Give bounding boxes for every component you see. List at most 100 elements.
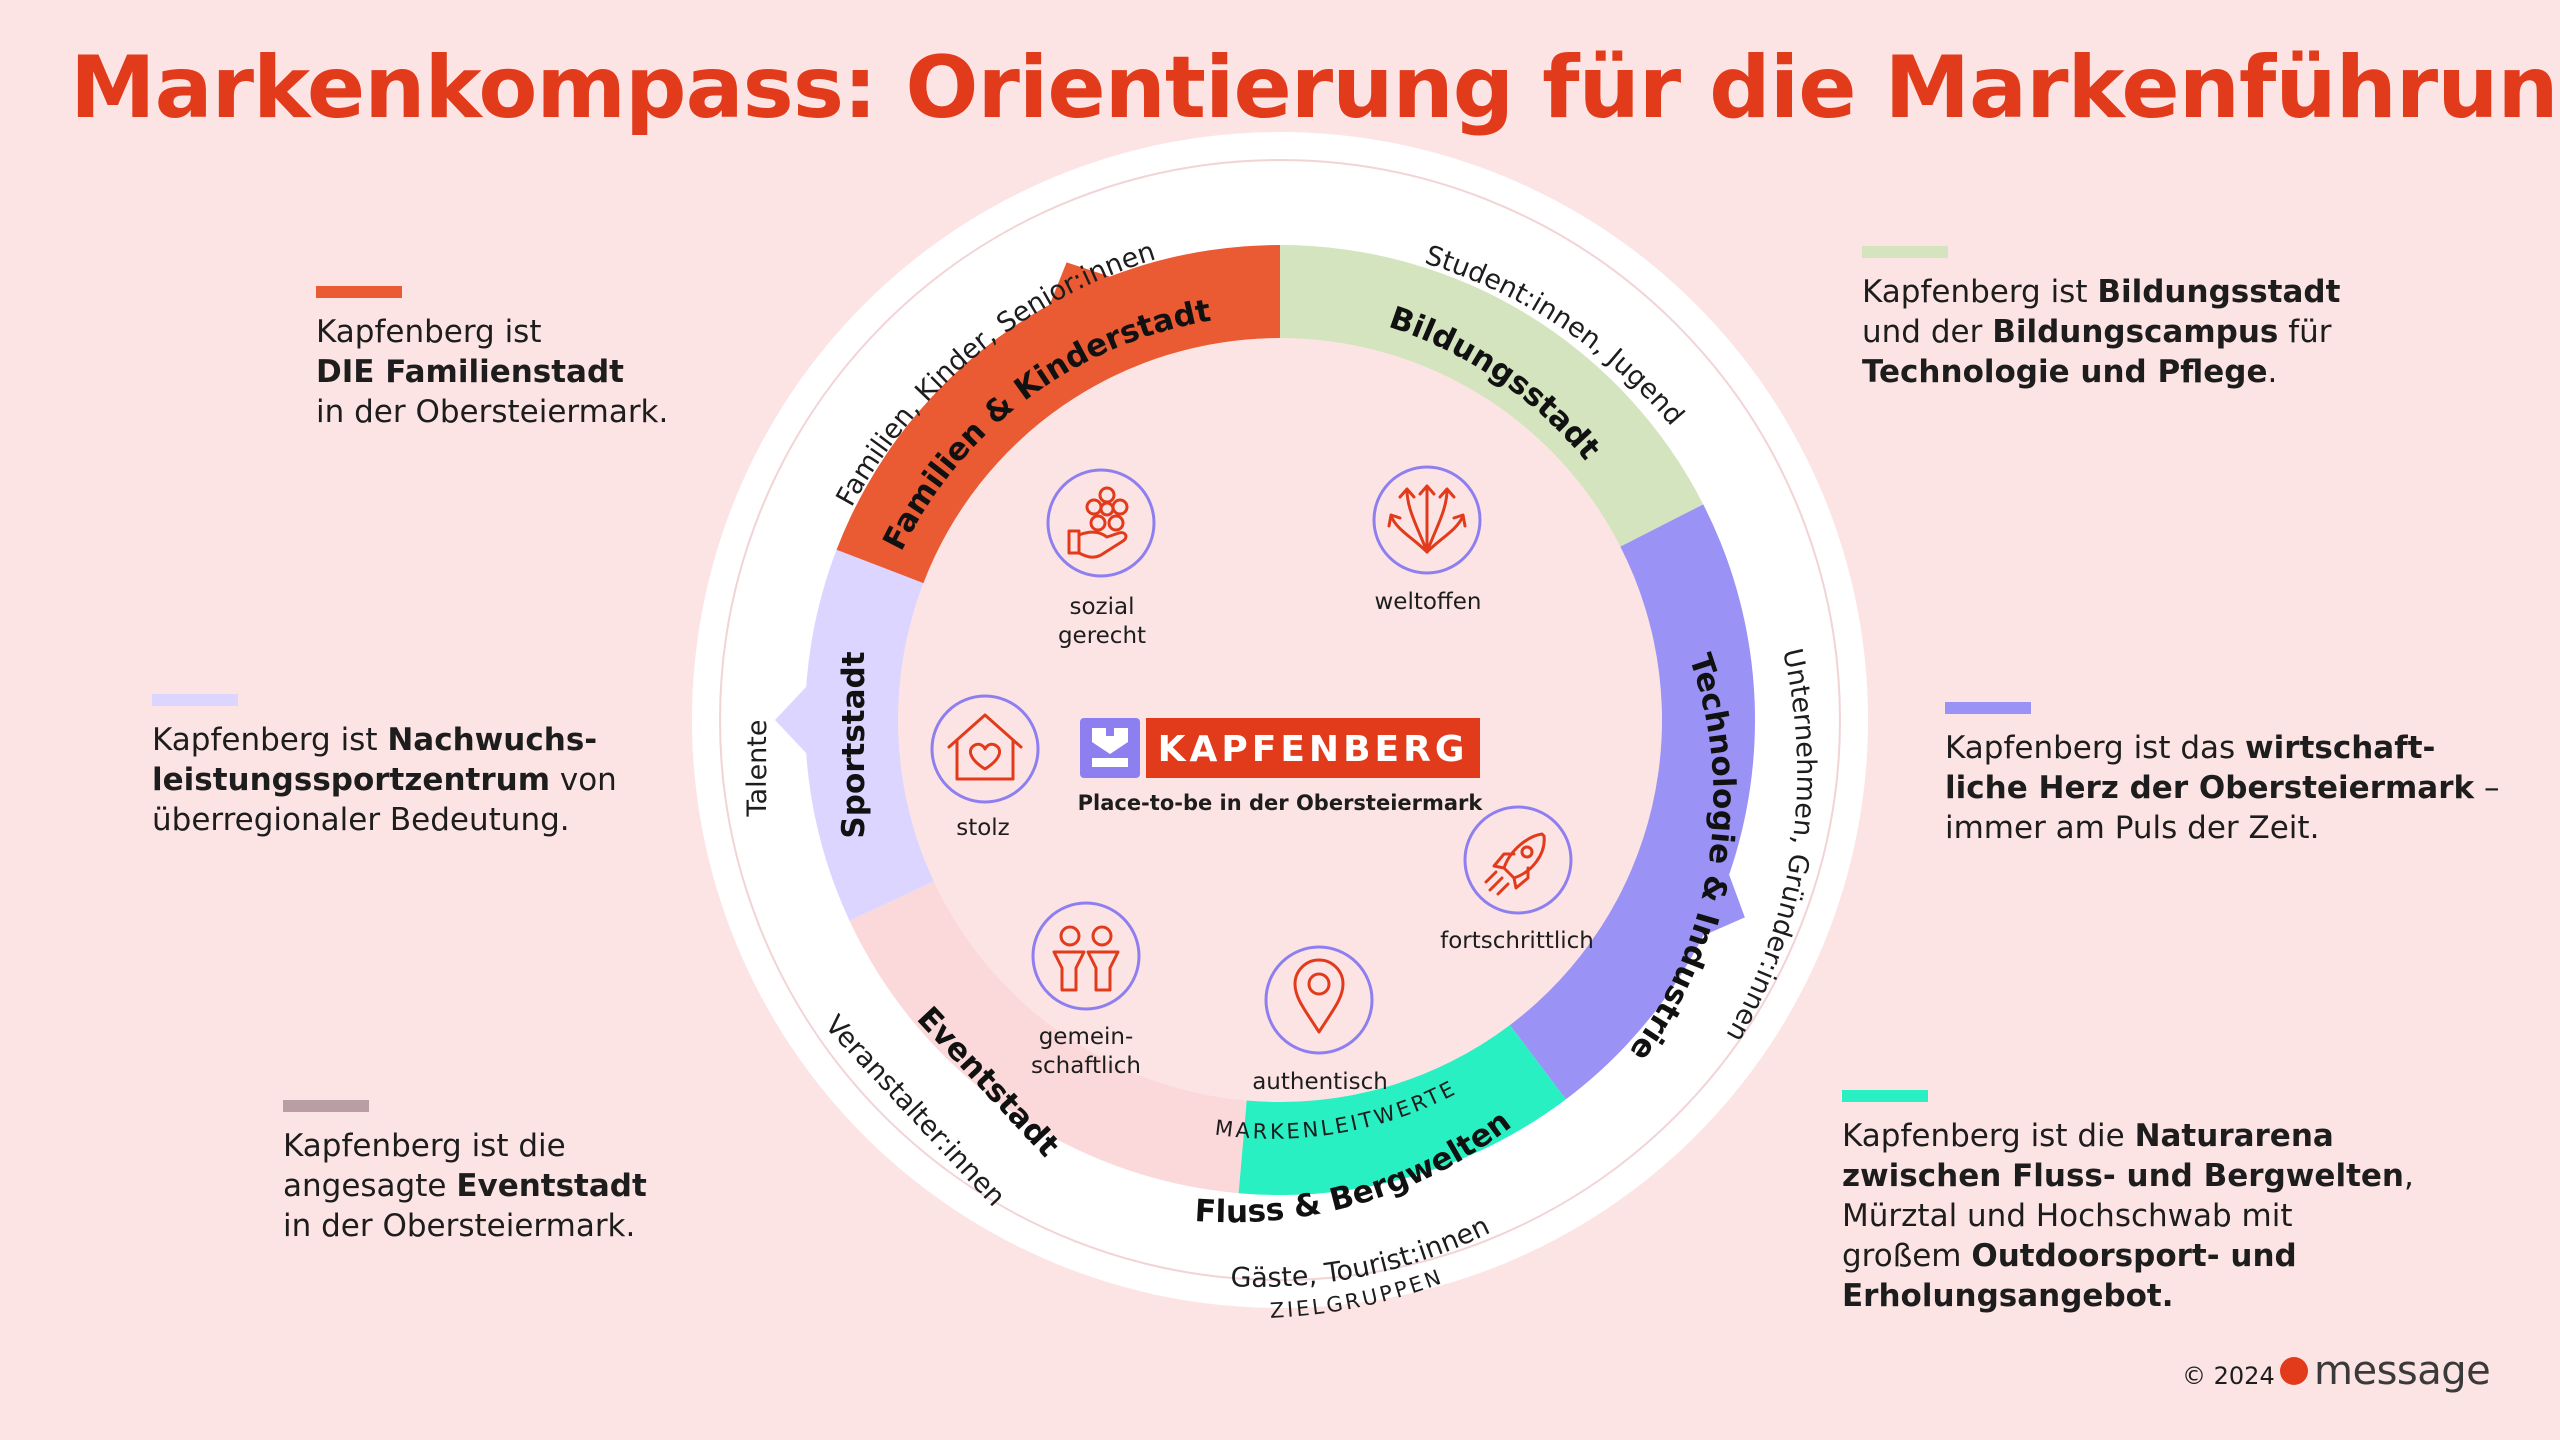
note-line: Kapfenberg ist Nachwuchs-: [152, 720, 617, 760]
note-technologie: Kapfenberg ist das wirtschaft-liche Herz…: [1945, 702, 2499, 848]
note-plain-text: Kapfenberg ist: [1862, 274, 2098, 310]
value-label-sozial-2: gerecht: [1058, 623, 1146, 649]
note-bold-text: wirtschaft-: [2245, 730, 2436, 766]
color-bar: [283, 1100, 369, 1112]
note-bold-text: Eventstadt: [456, 1168, 647, 1204]
segment-label-sport: Sportstadt: [836, 651, 872, 838]
note-plain-text: von: [550, 762, 617, 798]
note-line: DIE Familienstadt: [316, 352, 668, 392]
brand-dot-icon: [2280, 1357, 2308, 1385]
note-line: Kapfenberg ist die Naturarena: [1842, 1116, 2414, 1156]
note-text: Kapfenberg ist das wirtschaft-liche Herz…: [1945, 728, 2499, 848]
message-logo: message: [2280, 1348, 2491, 1394]
note-plain-text: angesagte: [283, 1168, 457, 1204]
note-line: in der Obersteiermark.: [283, 1206, 647, 1246]
segment-sport: [804, 549, 934, 921]
kapfenberg-wordmark: KAPFENBERG: [1158, 729, 1469, 770]
hand-flower-icon: [1046, 468, 1156, 578]
location-pin-icon: [1264, 945, 1374, 1055]
note-plain-text: Kapfenberg ist: [316, 314, 542, 350]
color-bar: [1842, 1090, 1928, 1102]
kapfenberg-wordmark-box: [1146, 718, 1480, 778]
note-line: und der Bildungscampus für: [1862, 312, 2340, 352]
page-title: Markenkompass: Orientierung für die Mark…: [70, 38, 2560, 138]
note-bold-text: liche Herz der Obersteiermark: [1945, 770, 2475, 806]
value-label-gemein-1: gemein-: [1039, 1024, 1134, 1050]
value-label-fortschrittlich: fortschrittlich: [1440, 928, 1594, 954]
note-line: Kapfenberg ist: [316, 312, 668, 352]
note-bold-text: DIE Familienstadt: [316, 354, 624, 390]
pointer-technologie: [1703, 874, 1745, 936]
note-line: Technologie und Pflege.: [1862, 352, 2340, 392]
note-plain-text: Kapfenberg ist die: [1842, 1118, 2135, 1154]
segment-familien: [836, 245, 1280, 584]
pointer-familien: [1049, 262, 1110, 305]
note-bold-text: leistungssportzentrum: [152, 762, 550, 798]
note-line: in der Obersteiermark.: [316, 392, 668, 432]
note-line: liche Herz der Obersteiermark –: [1945, 768, 2499, 808]
segment-fluss: [1238, 1025, 1566, 1195]
value-label-stolz: stolz: [956, 815, 1010, 841]
value-label-weltoffen: weltoffen: [1374, 589, 1481, 615]
arrows-spread-icon: [1372, 465, 1482, 575]
note-bold-text: Bildungsstadt: [2097, 274, 2341, 310]
segment-event: [849, 881, 1247, 1194]
note-plain-text: und der: [1862, 314, 1993, 350]
note-line: immer am Puls der Zeit.: [1945, 808, 2499, 848]
value-label-gemein-2: schaftlich: [1031, 1053, 1141, 1079]
rocket-icon: [1463, 805, 1573, 915]
note-plain-text: Kapfenberg ist das: [1945, 730, 2246, 766]
note-plain-text: in der Obersteiermark.: [316, 394, 669, 430]
kapfenberg-emblem-icon: [1080, 718, 1140, 778]
note-line: Kapfenberg ist das wirtschaft-: [1945, 728, 2499, 768]
note-plain-text: großem: [1842, 1238, 1972, 1274]
note-plain-text: in der Obersteiermark.: [283, 1208, 636, 1244]
copyright: © 2024: [2182, 1362, 2275, 1390]
segment-technologie: [1509, 504, 1755, 1100]
note-plain-text: .: [2267, 354, 2278, 390]
note-bold-text: Naturarena: [2134, 1118, 2334, 1154]
note-bold-text: Bildungscampus: [1992, 314, 2279, 350]
note-line: Kapfenberg ist die: [283, 1126, 647, 1166]
note-plain-text: überregionaler Bedeutung.: [152, 802, 570, 838]
note-plain-text: –: [2474, 770, 2500, 806]
value-label-sozial-1: sozial: [1069, 594, 1134, 620]
note-plain-text: Kapfenberg ist: [152, 722, 388, 758]
house-heart-icon: [930, 694, 1040, 804]
note-plain-text: ,: [2403, 1158, 2414, 1194]
segment-bildung: [1280, 245, 1704, 547]
pointer-sport: [775, 686, 807, 754]
note-line: Erholungsangebot.: [1842, 1276, 2414, 1316]
note-line: angesagte Eventstadt: [283, 1166, 647, 1206]
color-bar: [152, 694, 238, 706]
note-line: großem Outdoorsport- und: [1842, 1236, 2414, 1276]
note-line: leistungssportzentrum von: [152, 760, 617, 800]
note-text: Kapfenberg ist Nachwuchs-leistungssportz…: [152, 720, 617, 840]
color-bar: [316, 286, 402, 298]
note-plain-text: Mürztal und Hochschwab mit: [1842, 1198, 2293, 1234]
note-bold-text: Nachwuchs-: [387, 722, 598, 758]
note-bold-text: Technologie und Pflege: [1862, 354, 2268, 390]
value-label-authentisch: authentisch: [1252, 1069, 1388, 1095]
note-bold-text: Outdoorsport- und: [1971, 1238, 2297, 1274]
note-bold-text: zwischen Fluss- und Bergwelten: [1842, 1158, 2404, 1194]
note-line: zwischen Fluss- und Bergwelten,: [1842, 1156, 2414, 1196]
people-icon: [1031, 901, 1141, 1011]
kapfenberg-tagline: Place-to-be in der Obersteiermark: [1078, 791, 1484, 815]
note-bold-text: Erholungsangebot.: [1842, 1278, 2174, 1314]
note-plain-text: Kapfenberg ist die: [283, 1128, 566, 1164]
color-bar: [1945, 702, 2031, 714]
brand-wordmark: message: [2314, 1348, 2491, 1394]
target-group-sport: Talente: [742, 720, 773, 818]
note-plain-text: für: [2278, 314, 2332, 350]
note-plain-text: immer am Puls der Zeit.: [1945, 810, 2320, 846]
